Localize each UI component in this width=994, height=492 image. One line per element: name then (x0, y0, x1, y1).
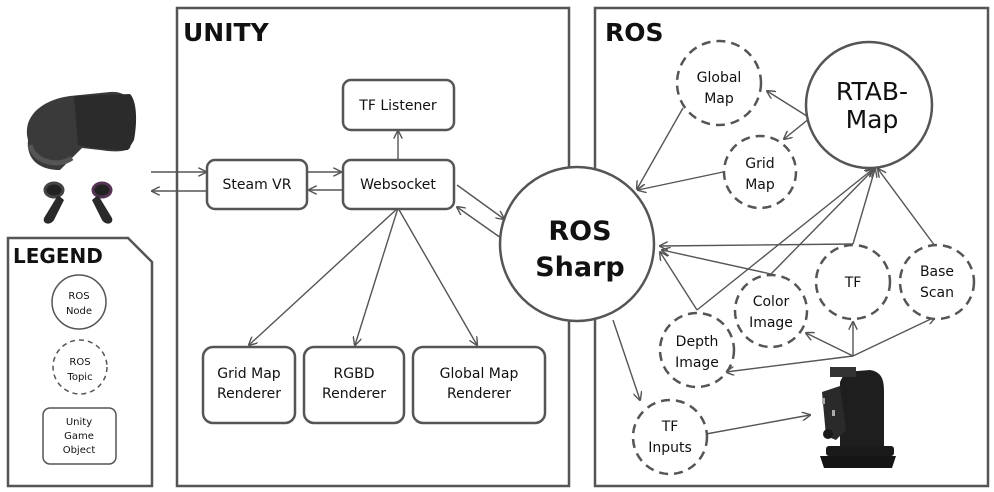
grid-map-topic[interactable]: Grid Map (722, 134, 798, 210)
vr-headset-icon (26, 91, 137, 224)
legend-title: LEGEND (13, 244, 103, 268)
legend-item-ros-node: ROS Node (51, 274, 107, 330)
steam-vr-box[interactable]: Steam VR (205, 158, 309, 211)
edge-tfinputs-to-robot (705, 415, 810, 435)
edge-tf-to-rtabmap (852, 169, 875, 245)
color-image-label: Image (749, 315, 793, 331)
edge-robot-to-depthimage (726, 355, 854, 372)
base-scan-label: Base (920, 264, 954, 280)
edge-websocket-to-gridmaprenderer (249, 207, 399, 345)
edge-colorimage-to-rtabmap (770, 169, 874, 275)
legend-text: Game (64, 431, 94, 442)
rtab-map-label: Map (846, 105, 899, 134)
edge-websocket-to-globalmaprenderer (397, 207, 477, 345)
edge-rtabmap-to-globalmap (767, 91, 811, 119)
grid-map-label: Grid (745, 156, 774, 172)
rgbd-renderer-box[interactable]: RGBD Renderer (302, 345, 406, 425)
tf-inputs-label: TF (661, 419, 679, 435)
edge-robot-to-basescan (852, 317, 935, 357)
legend-text: Node (66, 306, 92, 317)
rtab-map-label: RTAB- (836, 77, 908, 106)
grid-map-renderer-label: Renderer (217, 386, 281, 402)
legend: LEGEND ROS Node ROS Topic Unity Game Obj… (6, 236, 154, 488)
legend-text: ROS (68, 291, 89, 302)
edge-depthimage-to-rtabmap (696, 169, 873, 311)
ros-sharp-label: ROS (548, 216, 611, 247)
global-map-renderer-box[interactable]: Global Map Renderer (411, 345, 547, 425)
edge-depthimage-to-rossharp (660, 252, 698, 311)
edge-rossharp-to-tfinputs (612, 319, 640, 400)
edge-rtabmap-to-gridmap (784, 117, 811, 139)
legend-text: Unity (66, 417, 92, 428)
global-map-label: Map (704, 91, 734, 107)
depth-image-label: Depth (676, 334, 719, 350)
tf-listener-box[interactable]: TF Listener (341, 78, 456, 132)
global-map-renderer-label: Global Map (440, 366, 519, 382)
legend-item-unity-game-object: Unity Game Object (42, 407, 117, 465)
tf-topic[interactable]: TF (814, 243, 892, 321)
rgbd-renderer-label: RGBD (334, 366, 375, 382)
unity-panel-title: UNITY (183, 18, 270, 47)
grid-map-renderer-box[interactable]: Grid Map Renderer (201, 345, 297, 425)
legend-text: Topic (66, 372, 92, 383)
global-map-topic[interactable]: Global Map (675, 39, 763, 127)
grid-map-label: Map (745, 177, 775, 193)
websocket-box[interactable]: Websocket (341, 158, 456, 211)
edge-rossharp-to-websocket (457, 207, 502, 239)
tf-label: TF (844, 275, 862, 291)
websocket-label: Websocket (360, 177, 436, 193)
legend-text: Object (63, 445, 96, 456)
base-scan-label: Scan (920, 285, 954, 301)
depth-image-topic[interactable]: Depth Image (658, 311, 736, 389)
edge-websocket-to-rossharp (456, 184, 504, 219)
edge-colorimage-to-rossharp (662, 250, 772, 275)
ros-sharp-label: Sharp (535, 252, 625, 283)
depth-image-label: Image (675, 355, 719, 371)
edge-websocket-to-rgbdrenderer (355, 207, 399, 345)
rgbd-renderer-label: Renderer (322, 386, 386, 402)
ros-panel-title: ROS (605, 18, 664, 47)
global-map-renderer-label: Renderer (447, 386, 511, 402)
vr-controller-right-icon (91, 181, 113, 224)
legend-text: ROS (69, 357, 90, 368)
grid-map-renderer-label: Grid Map (217, 366, 280, 382)
robot-icon (820, 367, 896, 468)
edge-gridmap-to-rossharp (638, 171, 724, 190)
tf-listener-label: TF Listener (358, 98, 437, 114)
edge-robot-to-colorimage (806, 333, 854, 357)
edge-tf-to-rossharp (660, 244, 854, 246)
steam-vr-label: Steam VR (223, 177, 292, 193)
edge-globalmap-to-rossharp (637, 107, 684, 189)
color-image-label: Color (753, 294, 790, 310)
edge-basescan-to-rtabmap (878, 169, 936, 247)
global-map-label: Global (697, 70, 742, 86)
vr-controller-left-icon (43, 181, 65, 224)
color-image-topic[interactable]: Color Image (733, 273, 809, 349)
edges (151, 91, 936, 435)
tf-inputs-topic[interactable]: TF Inputs (631, 398, 709, 476)
legend-item-ros-topic: ROS Topic (52, 339, 108, 395)
rtab-map-node[interactable]: RTAB- Map (804, 40, 934, 170)
tf-inputs-label: Inputs (648, 440, 692, 456)
ros-sharp-node[interactable]: ROS Sharp (498, 165, 656, 323)
base-scan-topic[interactable]: Base Scan (898, 243, 976, 321)
